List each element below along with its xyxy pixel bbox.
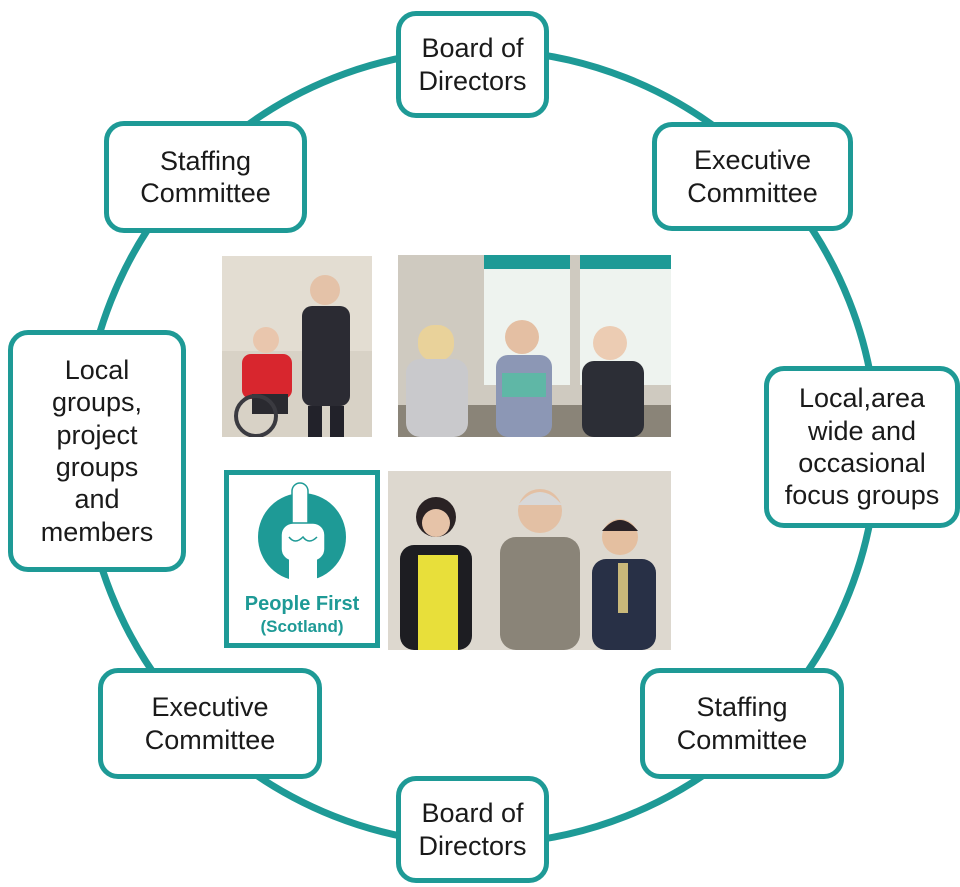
- logo-title: People First: [244, 593, 360, 615]
- node-label: Staffing Committee: [676, 692, 808, 755]
- node-label: Board of Directors: [418, 798, 527, 861]
- raised-finger-hand-icon: [280, 482, 326, 583]
- node-executive-committee-bottom-left: Executive Committee: [98, 668, 322, 779]
- node-label: Local,area wide and occasional focus gro…: [784, 383, 940, 511]
- node-local-project-groups-members: Local groups, project groups and members: [8, 330, 186, 572]
- two-men-wheelchair-photo: [222, 256, 372, 437]
- node-executive-committee-top-right: Executive Committee: [652, 122, 853, 231]
- node-label: Executive Committee: [144, 692, 276, 755]
- node-staffing-committee-bottom-right: Staffing Committee: [640, 668, 844, 779]
- three-people-standing-photo: [388, 471, 671, 650]
- node-staffing-committee-top-left: Staffing Committee: [104, 121, 307, 233]
- node-board-of-directors-top: Board of Directors: [396, 11, 549, 118]
- node-label: Staffing Committee: [140, 145, 271, 208]
- node-label: Board of Directors: [418, 33, 527, 96]
- logo-subtitle: (Scotland): [260, 617, 344, 636]
- people-first-logo: People First (Scotland): [224, 470, 380, 648]
- group-reading-leaflet-photo: [398, 255, 671, 437]
- node-label: Executive Committee: [687, 145, 818, 208]
- node-label: Local groups, project groups and members: [40, 354, 154, 547]
- node-local-area-focus-groups: Local,area wide and occasional focus gro…: [764, 366, 960, 528]
- node-board-of-directors-bottom: Board of Directors: [396, 776, 549, 883]
